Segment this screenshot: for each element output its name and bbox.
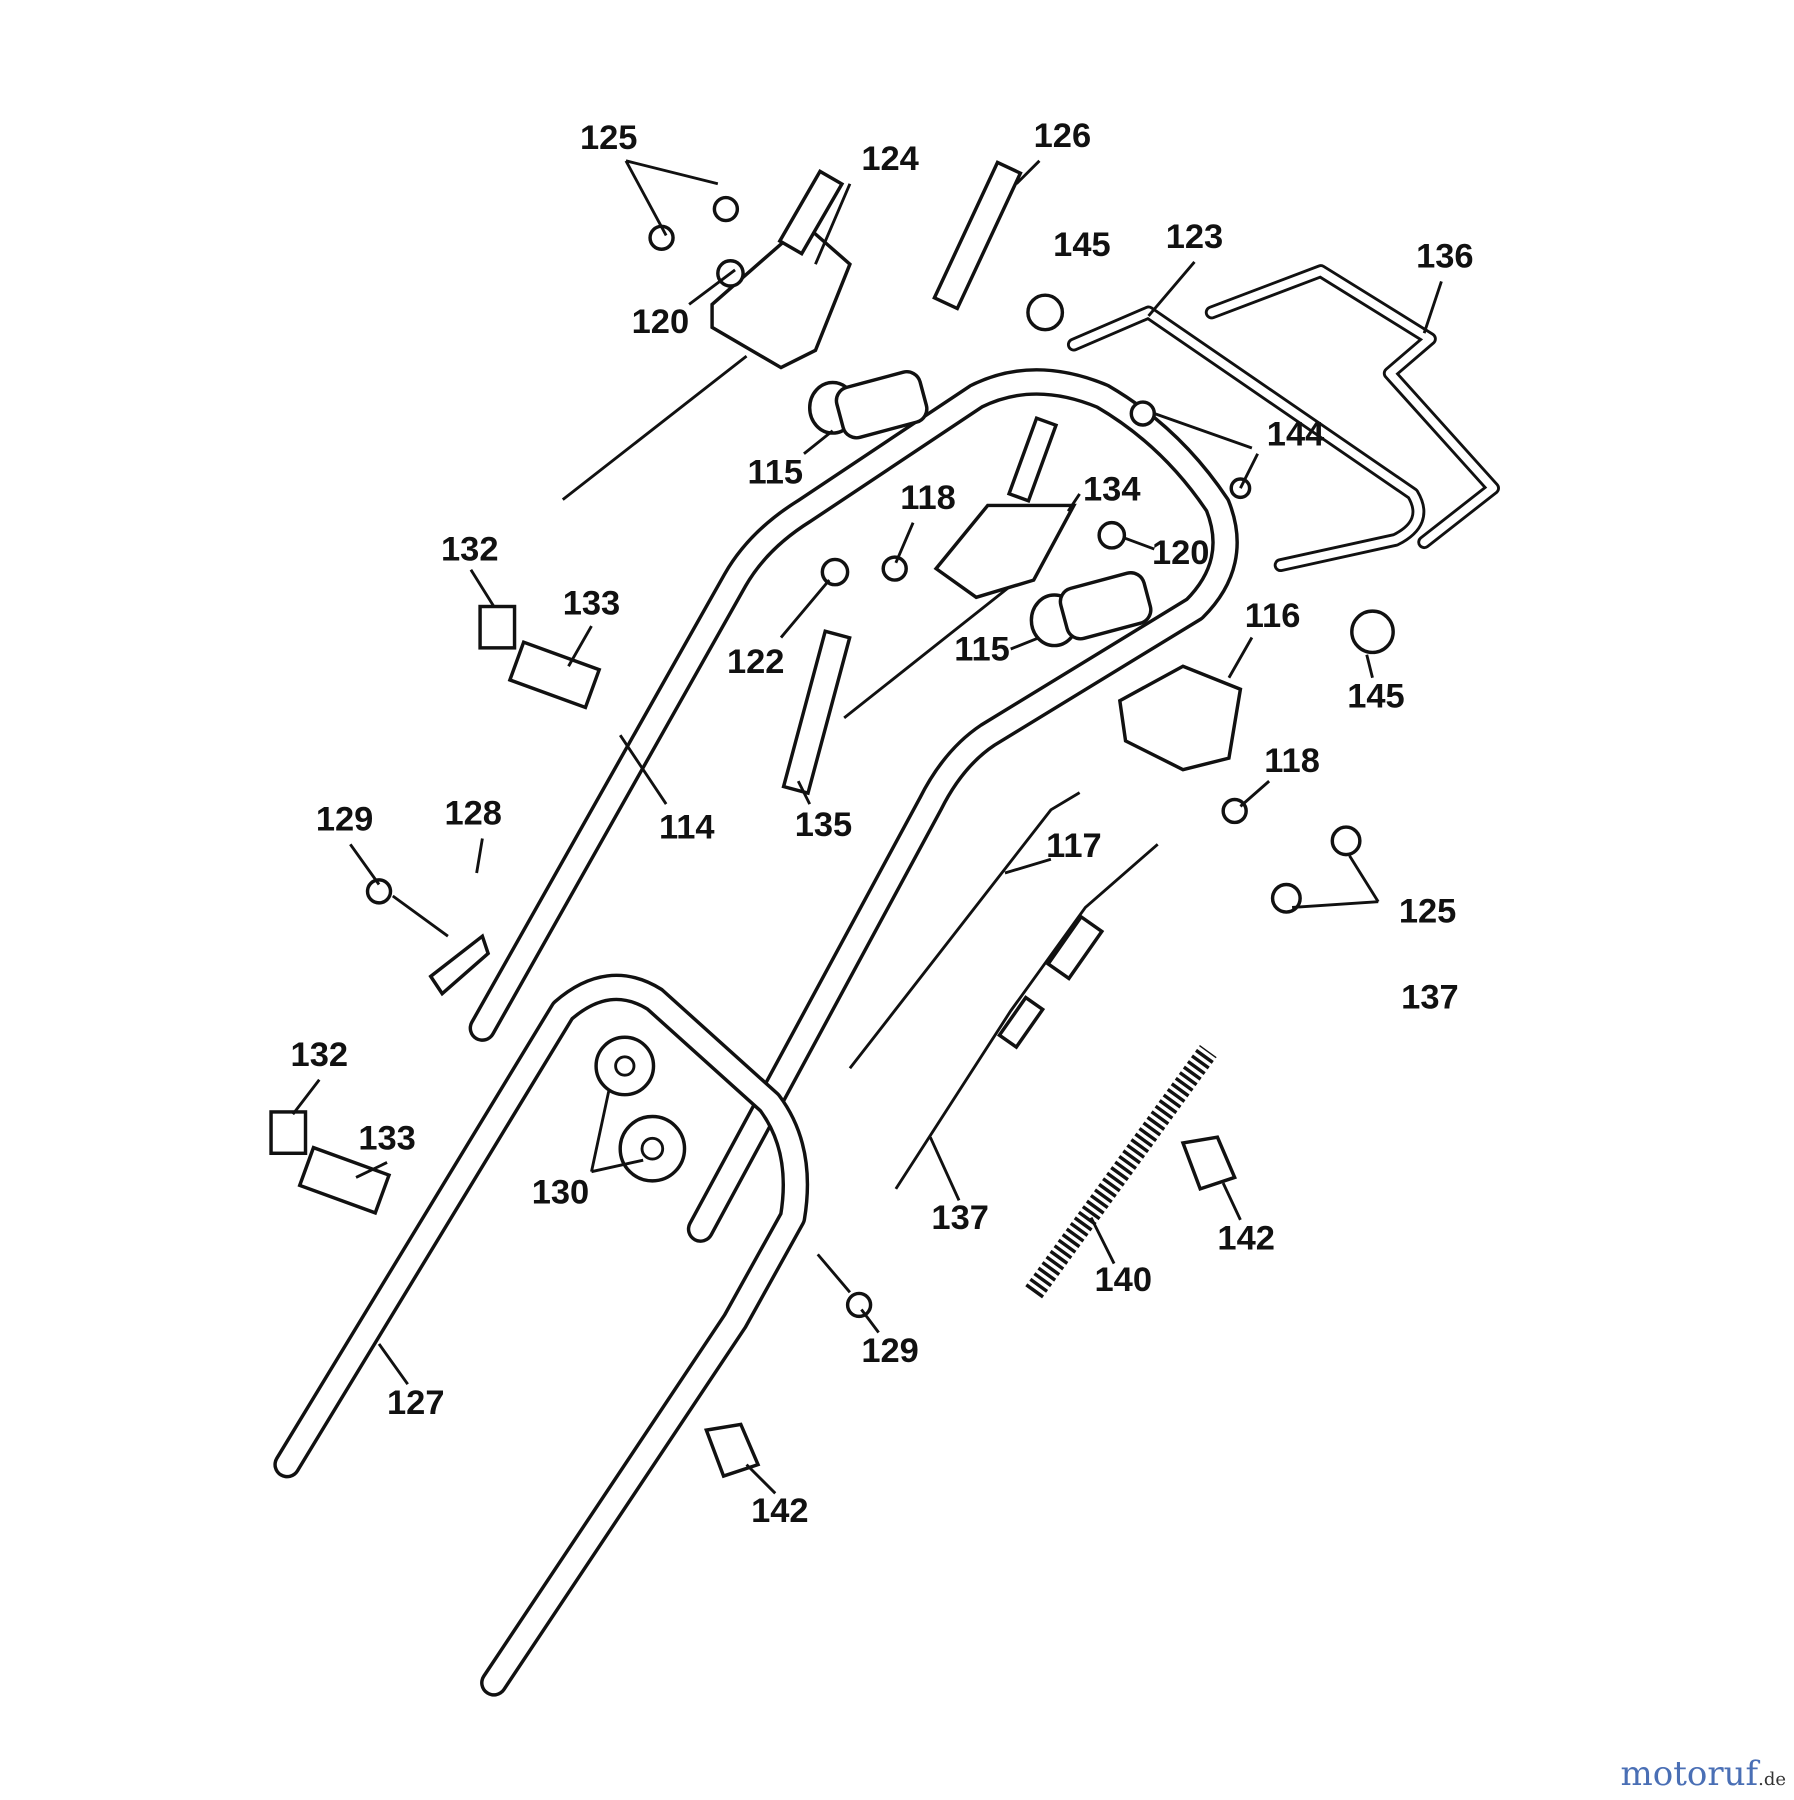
part-label: 136 xyxy=(1416,238,1473,276)
part-label: 114 xyxy=(659,808,715,846)
part-label: 132 xyxy=(441,530,498,568)
part-label: 142 xyxy=(1217,1220,1274,1258)
motoruf-watermark-logo: motoruf.de xyxy=(1621,1754,1786,1794)
part-label: 137 xyxy=(1401,978,1458,1016)
part-label: 142 xyxy=(751,1492,808,1530)
part-label: 145 xyxy=(1053,226,1110,264)
part-label: 137 xyxy=(931,1199,988,1237)
part-label: 132 xyxy=(291,1036,348,1074)
part-label: 118 xyxy=(900,479,956,517)
bail-bars xyxy=(1066,264,1500,573)
part-label: 133 xyxy=(563,584,620,622)
spring-128 xyxy=(428,933,491,997)
small-parts xyxy=(269,160,1395,1479)
part-label: 123 xyxy=(1166,218,1223,256)
cover-133 xyxy=(507,639,602,710)
part-label: 122 xyxy=(727,643,784,681)
part-label: 118 xyxy=(1264,742,1320,780)
cables xyxy=(561,354,1159,1190)
lever-126 xyxy=(932,160,1023,311)
part-label: 130 xyxy=(532,1174,589,1212)
part-label: 117 xyxy=(1046,827,1102,865)
part-label: 124 xyxy=(861,140,918,178)
part-label: 128 xyxy=(444,795,501,833)
part-label: 140 xyxy=(1095,1261,1152,1299)
part-labels: 125 124 126 145 123 136 120 115 144 118 … xyxy=(291,117,1474,1530)
watermark-text: motoruf xyxy=(1620,1754,1759,1794)
cap-145 xyxy=(1350,609,1395,655)
part-label: 120 xyxy=(632,303,689,341)
part-label: 133 xyxy=(358,1120,415,1158)
part-label: 126 xyxy=(1034,117,1091,155)
part-label: 135 xyxy=(795,806,852,844)
toothed-rack-140 xyxy=(1025,1044,1217,1299)
part-label: 125 xyxy=(1399,892,1456,930)
part-label: 145 xyxy=(1347,677,1404,715)
part-label: 127 xyxy=(387,1384,444,1422)
bracket-116 xyxy=(1117,664,1243,772)
part-label: 125 xyxy=(580,119,637,157)
part-label: 129 xyxy=(316,800,373,838)
control-lever-124 xyxy=(710,221,852,370)
part-label: 134 xyxy=(1083,471,1140,509)
upper-handle-114 xyxy=(468,368,1239,1243)
watermark-suffix: .de xyxy=(1758,1769,1786,1790)
part-label: 116 xyxy=(1245,597,1301,635)
part-label: 129 xyxy=(861,1332,918,1370)
part-label: 115 xyxy=(954,630,1010,668)
part-label: 144 xyxy=(1267,416,1324,454)
knob-130 xyxy=(594,1035,656,1097)
part-label: 120 xyxy=(1152,534,1209,572)
lever-135 xyxy=(781,629,852,796)
clip-142 xyxy=(1180,1135,1237,1192)
lower-handle-127 xyxy=(273,973,810,1697)
star-washer-145 xyxy=(1026,293,1065,332)
leader-lines xyxy=(291,159,1443,1495)
part-label: 115 xyxy=(747,454,803,492)
control-lever-134 xyxy=(933,503,1077,600)
